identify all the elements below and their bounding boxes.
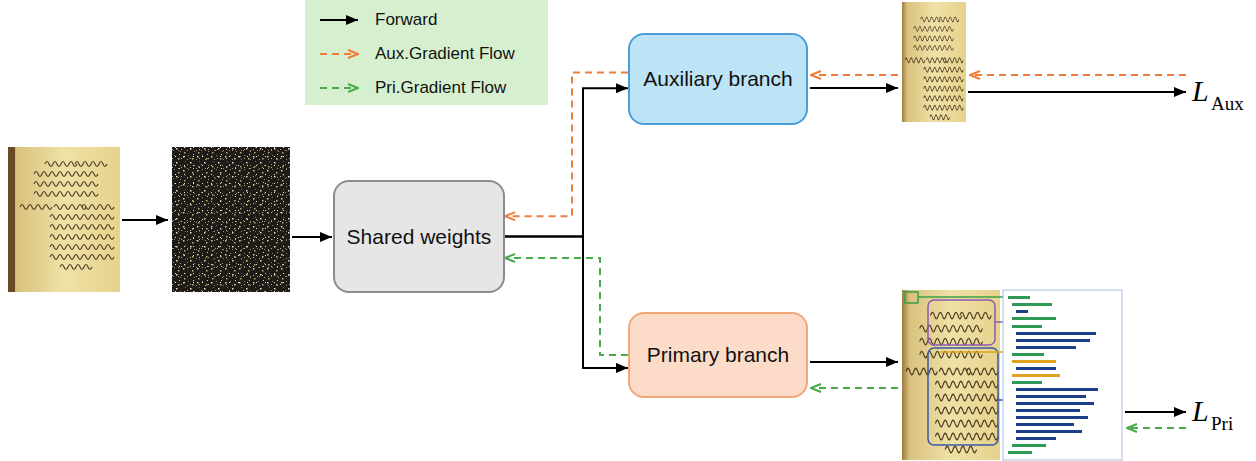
- legend-panel: ForwardAux.Gradient FlowPri.Gradient Flo…: [305, 0, 548, 105]
- legend-row: Forward: [317, 3, 548, 37]
- forward-arrow: [292, 236, 332, 238]
- region-box: [905, 292, 918, 303]
- legend-sample: [317, 47, 361, 61]
- aux-gradient-arrow: [970, 74, 1186, 76]
- leader-line: [918, 296, 1003, 298]
- forward-arrow: [810, 87, 898, 89]
- legend-text: Forward: [375, 10, 437, 30]
- page-edge: [8, 147, 15, 292]
- legend-text: Aux.Gradient Flow: [375, 44, 515, 64]
- panel-ground: [1003, 290, 1122, 460]
- input-page: [8, 147, 120, 292]
- handwriting: [906, 312, 998, 452]
- loss-subscript: Pri: [1211, 414, 1233, 433]
- region-box: [928, 348, 998, 445]
- leader-line: [995, 321, 1003, 323]
- page-ground: [902, 2, 966, 122]
- legend-line: [320, 19, 358, 21]
- noise-speckle: [172, 147, 290, 292]
- forward-arrow: [810, 361, 898, 363]
- xml-panel: [1003, 290, 1122, 460]
- forward-arrow: [1125, 411, 1186, 413]
- leader-line: [940, 351, 1003, 353]
- auxiliary-branch-box: Auxiliary branch: [628, 33, 808, 125]
- handwriting: [905, 17, 963, 120]
- legend-sample: [317, 13, 361, 27]
- legend-sample: [317, 81, 361, 95]
- leader-line: [998, 399, 1003, 401]
- forward-arrow: [968, 91, 1186, 93]
- auxiliary-output-page: [902, 2, 966, 122]
- loss-symbol: L: [1192, 396, 1209, 426]
- noise-ground: [172, 147, 290, 292]
- pri-connector: [505, 258, 628, 355]
- legend-row: Aux.Gradient Flow: [317, 37, 548, 71]
- forward-arrow: [122, 219, 168, 221]
- legend-line: [320, 87, 358, 89]
- loss-subscript: Aux: [1211, 94, 1244, 113]
- page-ground: [8, 147, 120, 292]
- aux-gradient-arrow: [811, 74, 898, 76]
- pri-gradient-arrow: [1127, 427, 1186, 429]
- legend-text: Pri.Gradient Flow: [375, 78, 506, 98]
- legend-row: Pri.Gradient Flow: [317, 71, 548, 105]
- noisy-page: [172, 147, 290, 292]
- pri-gradient-arrow: [811, 387, 898, 389]
- primary-branch-box: Primary branch: [628, 312, 808, 398]
- loss-symbol: L: [1192, 76, 1209, 106]
- fwd-connector: [505, 88, 628, 236]
- xml-lines: [1008, 296, 1098, 454]
- fwd-connector: [505, 237, 628, 368]
- primary-output-page: [902, 290, 1003, 460]
- region-box: [928, 300, 995, 345]
- legend-line: [320, 53, 358, 55]
- page-ground: [902, 290, 1000, 460]
- handwriting: [20, 162, 114, 270]
- flow-arrows: [122, 75, 1186, 428]
- node-label: Auxiliary branch: [643, 66, 792, 91]
- shared-weights-box: Shared weights: [333, 180, 505, 293]
- node-label: Primary branch: [647, 342, 789, 367]
- node-label: Shared weights: [347, 224, 492, 249]
